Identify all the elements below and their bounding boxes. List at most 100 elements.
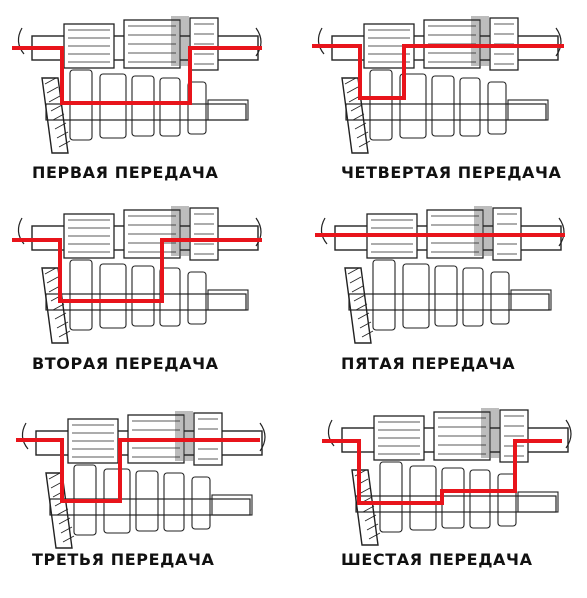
hatch-line <box>52 303 65 311</box>
lower-gear <box>409 465 437 531</box>
hatch-line <box>46 276 59 284</box>
lower-gear <box>441 467 465 529</box>
hatch-line <box>58 140 71 148</box>
counter-shaft <box>345 103 547 121</box>
lower-gear <box>497 473 517 527</box>
lower-gear <box>99 263 127 329</box>
lower-gear <box>462 267 484 327</box>
lower-gear <box>135 470 159 532</box>
rotation-arrow-icon <box>255 217 262 247</box>
housing-wall <box>351 469 379 546</box>
housing-wall <box>45 472 73 549</box>
lower-gear <box>159 77 181 137</box>
caption-gear-4: ЧЕТВЕРТАЯ ПЕРЕДАЧА <box>341 163 562 182</box>
hatch-line <box>44 77 57 85</box>
rotation-arrow-icon <box>320 217 328 245</box>
hatch-line <box>353 294 366 302</box>
output-stub <box>507 99 549 121</box>
rotation-arrow-icon <box>558 217 565 247</box>
hatch-line <box>361 330 374 338</box>
hatch-line <box>358 140 371 148</box>
hatch-line <box>56 321 69 329</box>
hatch-line <box>344 77 357 85</box>
power-flow-path <box>322 439 562 505</box>
rotation-arrow-icon <box>255 27 262 57</box>
rotation-arrow-icon <box>17 27 25 55</box>
rotation-arrow-icon <box>555 27 562 57</box>
lower-gear <box>131 265 155 327</box>
hatch-line <box>54 122 67 130</box>
lower-gear <box>469 469 491 529</box>
hatch-line <box>48 472 61 480</box>
gearbox-schematic <box>312 16 564 154</box>
gearbox-schematic <box>12 206 262 344</box>
lower-gear <box>487 81 507 135</box>
caption-gear-6: ШЕСТАЯ ПЕРЕДАЧА <box>341 550 533 569</box>
lower-gear <box>490 271 510 325</box>
rotation-arrow-icon <box>327 419 335 447</box>
hatch-line <box>346 86 359 94</box>
hatch-line <box>351 285 364 293</box>
hatch-line <box>52 113 65 121</box>
rotation-arrow-icon <box>21 422 29 450</box>
counter-shaft <box>355 495 557 513</box>
lower-gear <box>369 69 393 141</box>
lower-gear <box>191 476 211 530</box>
gearbox-schematic <box>16 411 266 549</box>
lower-gear <box>434 265 458 327</box>
hatch-line <box>359 321 372 329</box>
counter-shaft <box>49 498 251 516</box>
hatch-line <box>356 131 369 139</box>
output-stub <box>211 494 253 516</box>
lower-gear <box>69 259 93 331</box>
hatch-line <box>354 122 367 130</box>
hatch-line <box>355 303 368 311</box>
power-flow-path <box>12 46 262 105</box>
gearbox-schematic <box>12 16 262 154</box>
hatch-line <box>54 312 67 320</box>
power-flow-path <box>12 238 262 303</box>
lower-gear <box>431 75 455 137</box>
lower-gear <box>187 81 207 135</box>
hatch-line <box>362 505 375 513</box>
rotation-arrow-icon <box>565 419 572 449</box>
hatch-line <box>350 104 363 112</box>
output-stub <box>207 289 249 311</box>
lower-gear <box>99 73 127 139</box>
caption-gear-5: ПЯТАЯ ПЕРЕДАЧА <box>341 354 516 373</box>
lower-gear <box>399 73 427 139</box>
lower-gear <box>131 75 155 137</box>
hatch-line <box>349 276 362 284</box>
hatch-line <box>48 95 61 103</box>
hatch-line <box>352 113 365 121</box>
rotation-arrow-icon <box>259 422 266 452</box>
housing-wall <box>344 267 372 344</box>
hatch-line <box>368 532 381 540</box>
output-stub <box>517 491 559 513</box>
hatch-line <box>50 104 63 112</box>
hatch-line <box>44 267 57 275</box>
hatch-line <box>366 523 379 531</box>
hatch-line <box>62 535 75 543</box>
counter-shaft <box>45 293 247 311</box>
power-flow-path <box>16 438 260 503</box>
hatch-line <box>56 508 69 516</box>
lower-gear <box>459 77 481 137</box>
gearbox-schematic <box>315 206 565 344</box>
hatch-line <box>347 267 360 275</box>
counter-shaft <box>348 293 550 311</box>
counter-shaft <box>45 103 247 121</box>
hatch-line <box>46 86 59 94</box>
lower-gear <box>163 472 185 532</box>
hatch-line <box>58 517 71 525</box>
hatch-line <box>56 131 69 139</box>
lower-gear <box>379 461 403 533</box>
hatch-line <box>60 526 73 534</box>
hatch-line <box>364 514 377 522</box>
output-stub <box>207 99 249 121</box>
lower-gear <box>372 259 396 331</box>
caption-gear-3: ТРЕТЬЯ ПЕРЕДАЧА <box>32 550 215 569</box>
power-flow-path <box>312 44 564 100</box>
